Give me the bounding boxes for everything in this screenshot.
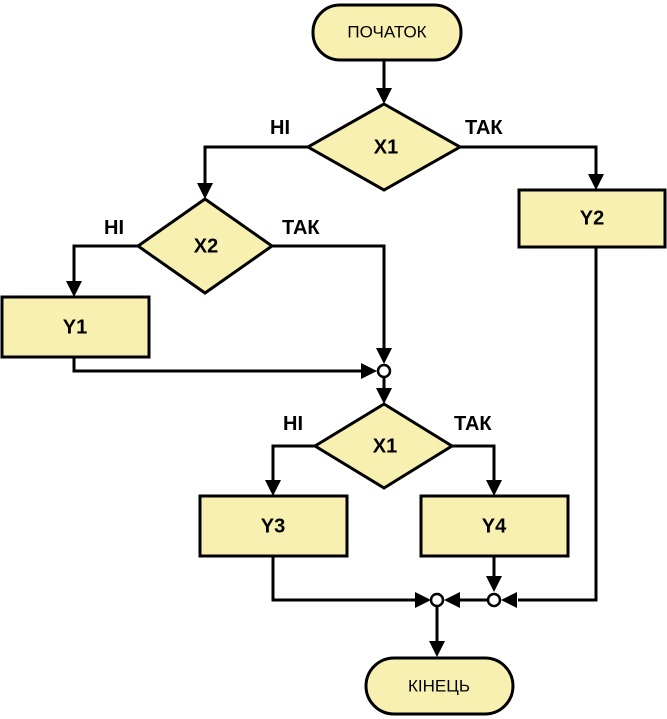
- end-terminal: [364, 656, 515, 716]
- branch-label-x1-yes: ТАК: [465, 117, 503, 139]
- edge-x2-no: [72, 244, 138, 283]
- arrowhead: [376, 88, 392, 104]
- junction-point: [429, 592, 445, 608]
- process-y3-label: Y3: [261, 515, 285, 537]
- decision-x1-second-label: X1: [373, 435, 397, 457]
- decision-x1-second: [312, 402, 455, 490]
- arrowhead: [444, 592, 460, 608]
- junction-point: [486, 592, 502, 608]
- arrowhead: [415, 592, 431, 608]
- arrowhead: [501, 592, 517, 608]
- arrowhead: [66, 281, 82, 297]
- edge-x1b-yes: [452, 444, 496, 482]
- arrowhead: [361, 363, 377, 379]
- arrowhead: [486, 480, 502, 496]
- process-y4-label: Y4: [482, 515, 507, 537]
- edge-x1-no: [203, 145, 308, 185]
- process-y4: [419, 494, 570, 558]
- junction-point: [376, 363, 392, 379]
- decision-x2: [135, 197, 275, 295]
- process-y2: [517, 188, 667, 249]
- end-label: КІНЕЦЬ: [408, 676, 470, 695]
- edge-x1b-no: [271, 444, 315, 482]
- process-y1-label: Y1: [63, 316, 87, 338]
- branch-label-x1-no: НІ: [270, 117, 290, 139]
- branch-label-x1b-no: НІ: [283, 413, 303, 435]
- decision-x1: [304, 102, 464, 192]
- arrowhead: [429, 641, 445, 657]
- branch-label-x2-yes: ТАК: [282, 217, 320, 239]
- edge-x2-yes: [272, 244, 386, 350]
- arrowhead: [265, 480, 281, 496]
- branch-label-x1b-yes: ТАК: [454, 413, 492, 435]
- branch-label-x2-no: НІ: [104, 217, 124, 239]
- arrowhead: [197, 183, 213, 199]
- decision-x1-label: X1: [374, 136, 398, 158]
- edge-y1-to-junction: [72, 357, 362, 373]
- arrowhead: [376, 348, 392, 364]
- start-terminal: [311, 3, 463, 62]
- arrowhead: [486, 576, 502, 592]
- process-y3: [198, 494, 349, 558]
- decision-x2-label: X2: [194, 235, 218, 257]
- edge-y2-to-junction: [518, 247, 598, 602]
- arrowhead: [376, 388, 392, 404]
- process-y1: [0, 295, 151, 359]
- start-label: ПОЧАТОК: [347, 22, 426, 41]
- edge-y3-to-junction: [271, 556, 416, 602]
- process-y2-label: Y2: [580, 207, 604, 229]
- arrowhead: [588, 174, 604, 190]
- edge-x1-yes: [460, 145, 598, 176]
